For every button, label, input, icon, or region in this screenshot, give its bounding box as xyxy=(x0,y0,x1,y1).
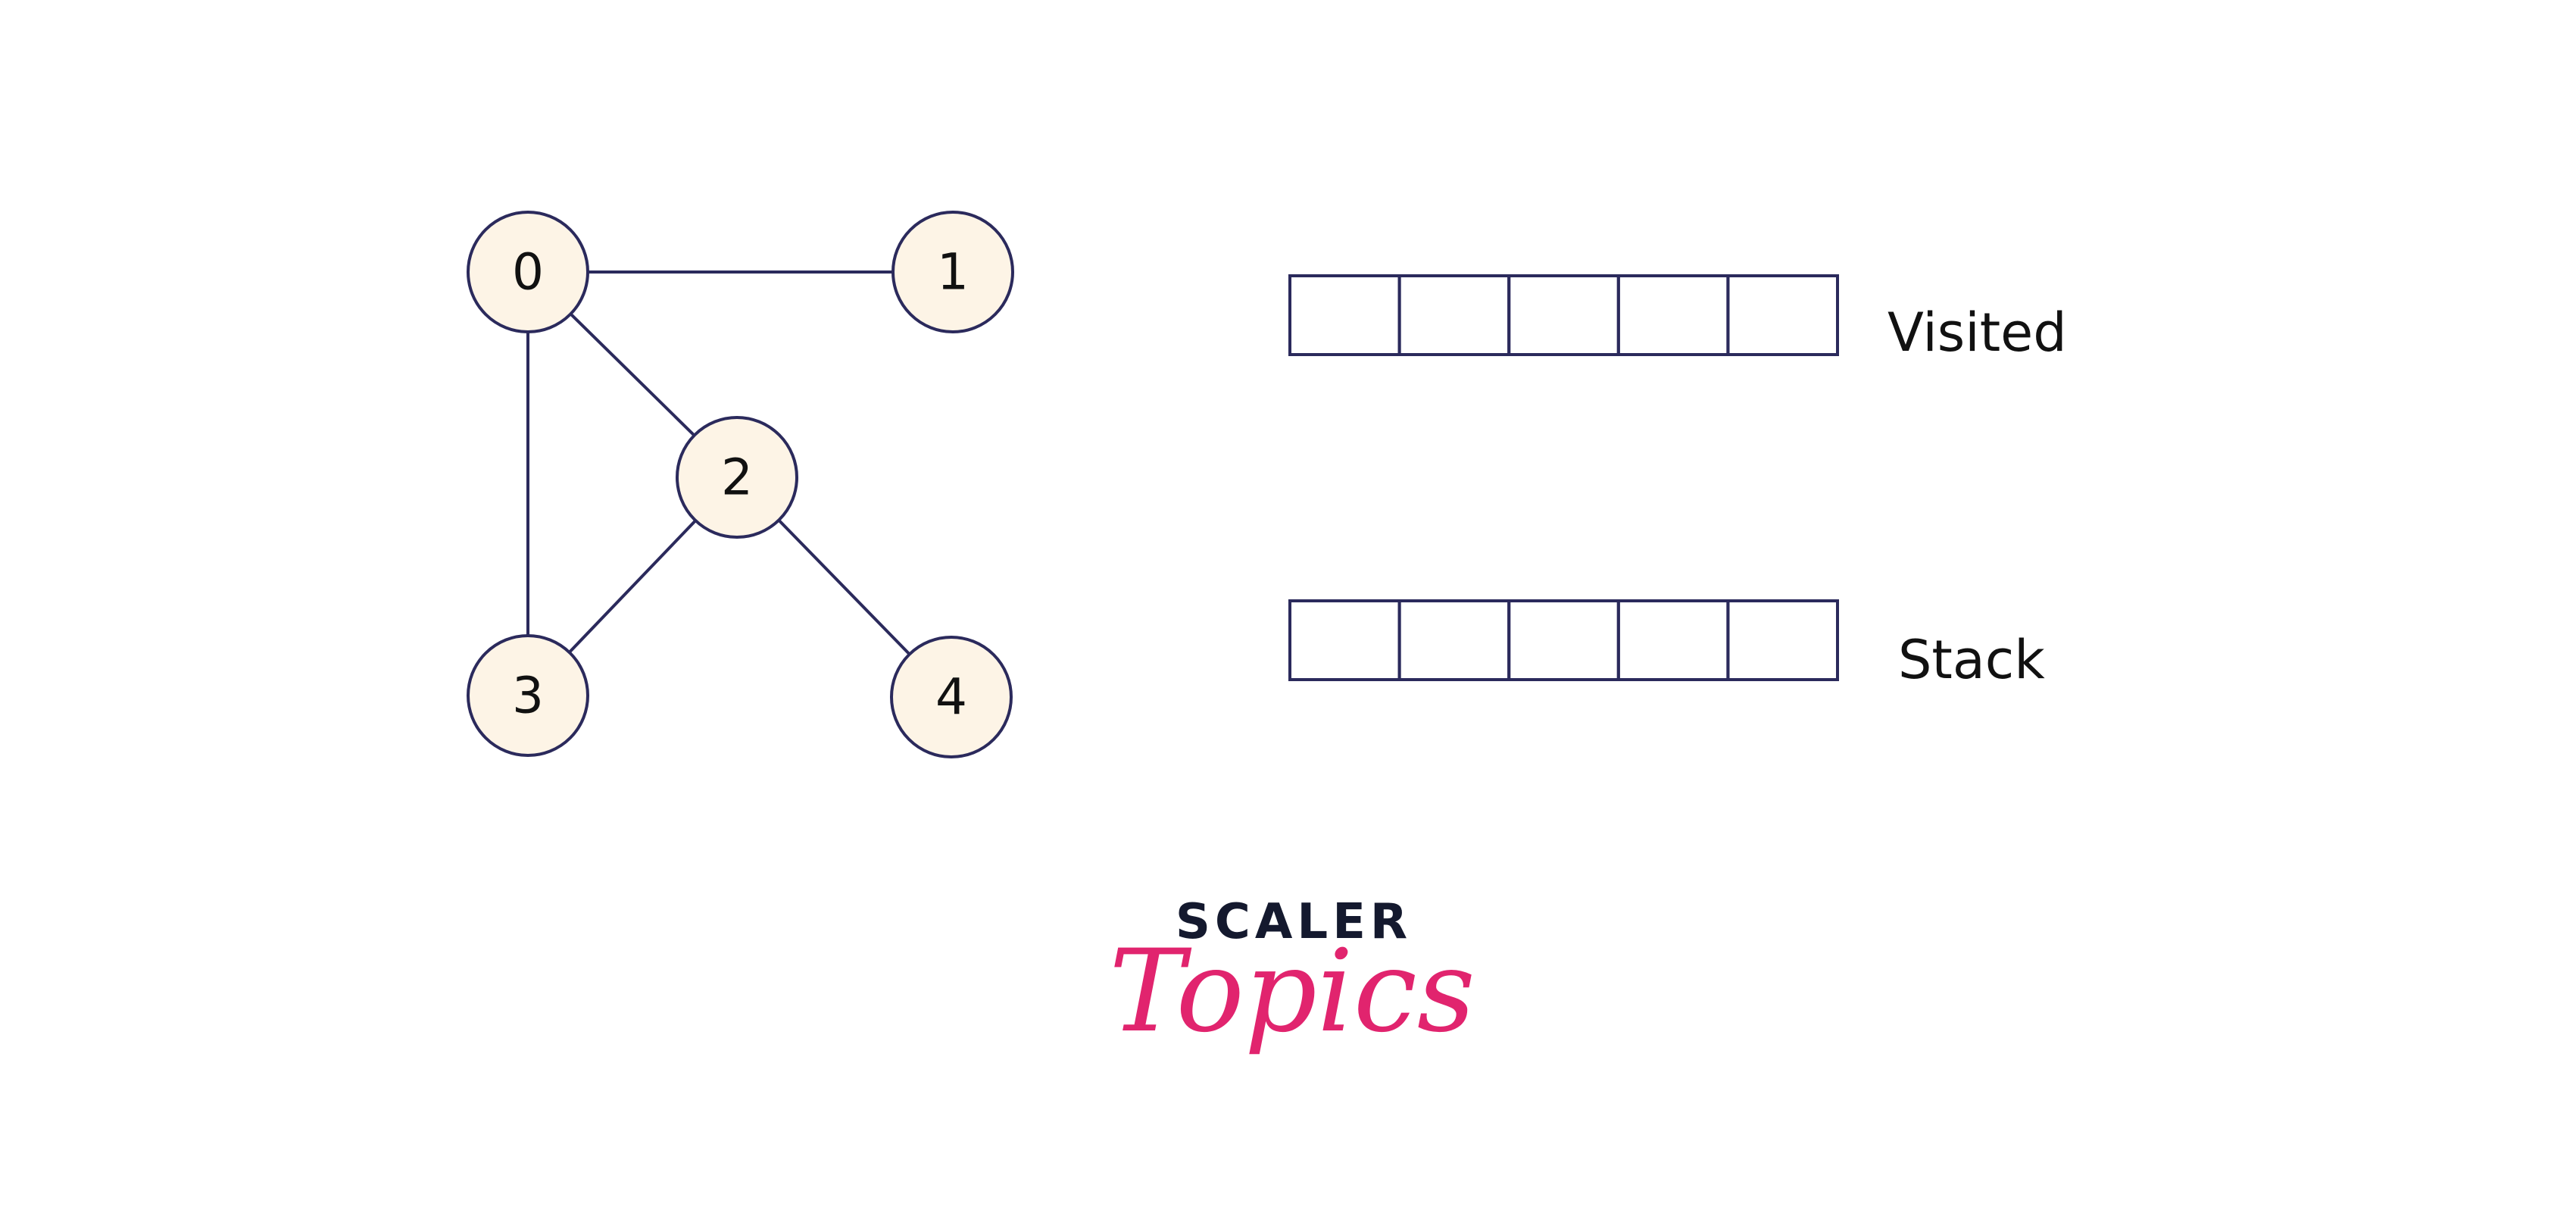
stack-cell-3 xyxy=(1616,599,1730,681)
node-circle xyxy=(467,211,589,333)
node-4: 4 xyxy=(890,636,1013,758)
node-label: 0 xyxy=(512,243,544,302)
graph-edges xyxy=(526,270,911,655)
stack-cell-1 xyxy=(1397,599,1511,681)
scaler-topics-logo: SCALER Topics xyxy=(1109,894,1475,1058)
node-1: 1 xyxy=(891,211,1014,333)
stack-cell-4 xyxy=(1726,599,1839,681)
graph-nodes: 0 1 2 3 4 xyxy=(467,211,1014,758)
visited-label: Visited xyxy=(1888,302,2067,364)
edge-2-3 xyxy=(568,519,697,654)
edge-0-2 xyxy=(569,312,696,437)
stack-label: Stack xyxy=(1898,629,2045,691)
node-label: 3 xyxy=(512,667,544,725)
node-circle xyxy=(891,211,1014,333)
node-label: 4 xyxy=(935,668,967,727)
visited-cell-4 xyxy=(1726,274,1839,356)
logo-topics-text: Topics xyxy=(1109,926,1475,1058)
node-label: 1 xyxy=(937,243,969,302)
logo-scaler-text: SCALER xyxy=(1176,894,1412,950)
node-0: 0 xyxy=(467,211,589,333)
stack-cell-0 xyxy=(1288,599,1401,681)
node-2: 2 xyxy=(676,416,798,539)
stack-array xyxy=(1288,599,1839,681)
visited-cell-0 xyxy=(1288,274,1401,356)
visited-cell-3 xyxy=(1616,274,1730,356)
visited-array xyxy=(1288,274,1839,356)
node-3: 3 xyxy=(467,634,589,757)
visited-cell-1 xyxy=(1397,274,1511,356)
node-circle xyxy=(467,634,589,757)
node-circle xyxy=(676,416,798,539)
stack-cell-2 xyxy=(1507,599,1620,681)
edge-2-4 xyxy=(777,519,911,655)
node-circle xyxy=(890,636,1013,758)
visited-cell-2 xyxy=(1507,274,1620,356)
node-label: 2 xyxy=(721,449,753,507)
